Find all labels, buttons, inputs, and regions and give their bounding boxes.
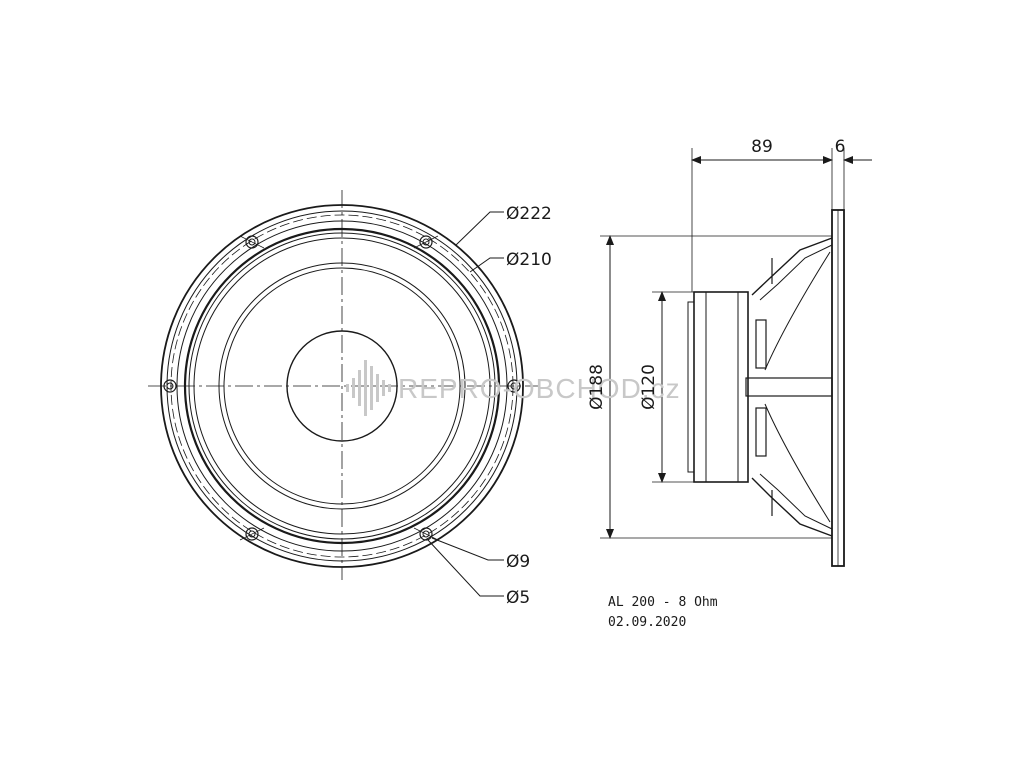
back-plate (687, 301, 695, 473)
dust-cap (286, 330, 398, 442)
bolt-circle (170, 214, 514, 558)
surround-outer (188, 232, 496, 540)
label-magnet: Ø120 (639, 364, 659, 410)
label-hole-outer: Ø9 (506, 552, 530, 572)
leader-rim-diameter (469, 257, 504, 273)
rim-circle (183, 227, 501, 545)
basket-upper-arm-inner (759, 244, 833, 301)
label-hole-inner: Ø5 (506, 588, 530, 608)
leader-hole-outer (431, 537, 504, 561)
leader-hole-inner (427, 539, 504, 597)
frame-outer-edge (160, 204, 524, 568)
label-outer-diameter: Ø222 (506, 204, 552, 224)
mounting-hole-top-left (245, 235, 259, 249)
basket-upper-arm (751, 237, 833, 296)
cone-outer (218, 262, 466, 510)
date-label: 02.09.2020 (608, 615, 686, 630)
mounting-hole-right (507, 379, 521, 393)
mounting-hole-top-right (419, 235, 433, 249)
leader-outer-diameter (455, 211, 504, 246)
basket-lower-arm (751, 477, 833, 537)
cone-profile-lower (764, 403, 831, 523)
model-label: AL 200 - 8 Ohm (608, 595, 718, 610)
cone-inner (223, 267, 461, 505)
surround-mid (193, 237, 491, 535)
cone-profile-upper (764, 251, 831, 371)
watermark: REPRO-OBCHOD.cz (346, 360, 681, 416)
watermark-wave-icon (346, 360, 391, 416)
front-dimension-labels: Ø222 Ø210 Ø9 Ø5 (506, 204, 552, 608)
label-rim-diameter: Ø210 (506, 250, 552, 270)
magnet-assembly (693, 291, 749, 483)
basket-center-spine (745, 377, 833, 397)
mounting-hole-bottom-right (419, 527, 433, 541)
label-flange: 6 (835, 137, 846, 157)
label-depth: 89 (751, 137, 773, 157)
hole-center-ticks (239, 235, 439, 541)
side-view (600, 148, 872, 567)
side-dimension-labels: 89 6 Ø188 Ø120 (587, 137, 845, 410)
mounting-hole-bottom-left (245, 527, 259, 541)
frame-step (176, 220, 508, 552)
mounting-hole-left (163, 379, 177, 393)
basket-window-lower (755, 407, 767, 457)
watermark-text: REPRO-OBCHOD.cz (398, 373, 681, 404)
basket-lower-arm-inner (759, 473, 833, 530)
basket-window-upper (755, 319, 767, 369)
label-cutout: Ø188 (587, 364, 607, 410)
front-view (148, 190, 538, 597)
title-block: AL 200 - 8 Ohm 02.09.2020 (608, 595, 718, 630)
